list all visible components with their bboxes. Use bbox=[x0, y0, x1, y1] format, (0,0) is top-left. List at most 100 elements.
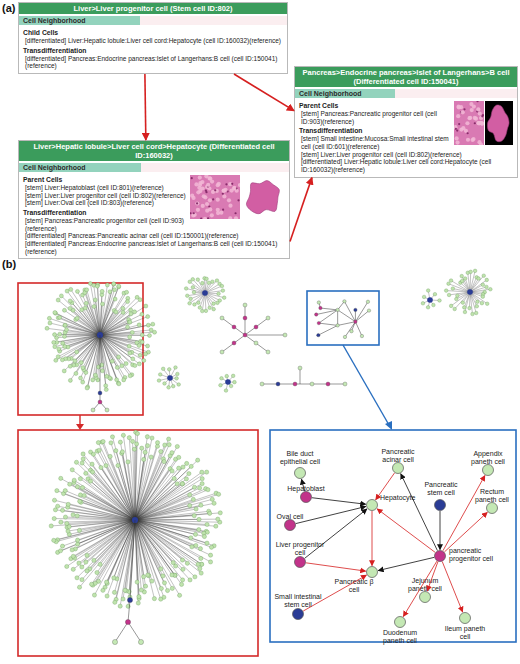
cell-circle bbox=[294, 467, 306, 479]
tab-label: Cell Neighborhood bbox=[295, 89, 395, 98]
cluster-link bbox=[58, 520, 135, 552]
cell-dot bbox=[80, 461, 84, 465]
cell-dot bbox=[204, 309, 208, 313]
cell-dot bbox=[58, 549, 62, 553]
cell-dot bbox=[117, 285, 121, 289]
cell-dot bbox=[171, 384, 175, 388]
cell-dot bbox=[197, 527, 201, 531]
cell-dot bbox=[142, 359, 146, 363]
cell-dot bbox=[485, 285, 489, 289]
cell-dot bbox=[71, 554, 75, 558]
cell-dot bbox=[149, 455, 153, 459]
cell-dot bbox=[83, 306, 87, 310]
cell-dot bbox=[81, 366, 85, 370]
cell-dot bbox=[149, 328, 153, 332]
transdifferentiation-arrow bbox=[303, 575, 366, 611]
cluster-link bbox=[100, 335, 130, 353]
cell-dot bbox=[93, 373, 97, 377]
cell-dot bbox=[426, 289, 430, 293]
cell-dot bbox=[121, 433, 125, 437]
cluster-link bbox=[135, 520, 172, 588]
cell-dot bbox=[155, 441, 159, 445]
tissue-texture bbox=[212, 198, 214, 200]
cell-dot bbox=[127, 344, 131, 348]
chain-link bbox=[115, 622, 128, 642]
cell-label: Oval cell bbox=[274, 513, 306, 521]
cell-dot bbox=[101, 588, 105, 592]
cell-dot bbox=[460, 279, 464, 283]
tissue-texture bbox=[193, 212, 195, 214]
tissue-texture bbox=[205, 191, 207, 193]
cluster-link bbox=[470, 292, 476, 313]
cell-dot bbox=[243, 333, 247, 337]
tissue-image bbox=[454, 101, 484, 145]
cell-dot bbox=[192, 485, 196, 489]
cell-dot bbox=[167, 437, 171, 441]
panel-body: Parent Cells[stem] Pancreas:Pancreatic p… bbox=[295, 99, 517, 177]
tissue-texture bbox=[459, 105, 463, 109]
transdifferentiation-arrow bbox=[377, 509, 435, 553]
cell-dot bbox=[317, 321, 320, 324]
cell-picture bbox=[241, 175, 285, 219]
cluster-link bbox=[123, 520, 135, 599]
tissue-texture bbox=[208, 198, 212, 202]
cell-dot bbox=[100, 369, 104, 373]
chain-link bbox=[245, 335, 285, 336]
cell-dot bbox=[421, 301, 425, 305]
cell-dot bbox=[62, 369, 66, 373]
cluster-link bbox=[82, 295, 100, 335]
tissue-texture bbox=[219, 211, 223, 215]
cell-dot bbox=[79, 361, 83, 365]
cluster-link bbox=[470, 292, 472, 314]
cell-dot bbox=[98, 400, 102, 404]
cluster-link bbox=[100, 335, 135, 366]
lineage-arrow bbox=[401, 474, 438, 551]
cell-circle-shape bbox=[367, 500, 378, 511]
cell-dot bbox=[74, 460, 78, 464]
cell-dot bbox=[72, 363, 76, 367]
tissue-texture bbox=[208, 176, 212, 180]
transdifferentiation-arrow bbox=[306, 563, 366, 571]
cell-dot bbox=[63, 489, 67, 493]
cell-dot bbox=[123, 588, 127, 592]
tissue-texture bbox=[200, 218, 202, 219]
cell-dot bbox=[133, 310, 137, 314]
cell-dot bbox=[63, 515, 67, 519]
panel-letter: (a) bbox=[2, 2, 15, 14]
cell-dot bbox=[176, 372, 180, 376]
cell-dot bbox=[128, 351, 132, 355]
tissue-texture bbox=[223, 188, 227, 192]
cluster-link bbox=[449, 292, 470, 295]
cluster-link bbox=[449, 284, 470, 292]
cell-dot bbox=[162, 460, 166, 464]
panel-title: Liver>Liver progenitor cell (Stem cell I… bbox=[19, 3, 287, 14]
cell-dot bbox=[254, 325, 258, 329]
cluster-link bbox=[98, 443, 135, 520]
transdifferentiation-arrow bbox=[372, 511, 373, 566]
tissue-texture bbox=[471, 137, 475, 141]
cell-dot bbox=[77, 585, 81, 589]
cluster-link bbox=[82, 520, 135, 567]
cell-dot bbox=[191, 286, 195, 290]
cluster-link bbox=[69, 520, 135, 534]
cluster-link bbox=[100, 324, 153, 335]
cell-render bbox=[487, 105, 509, 142]
cell-dot bbox=[422, 295, 426, 299]
cluster-link bbox=[100, 335, 106, 386]
tissue-texture bbox=[214, 189, 216, 191]
cell-dot bbox=[468, 306, 472, 310]
cell-dot bbox=[199, 571, 203, 575]
cell-dot bbox=[199, 503, 203, 507]
cell-dot bbox=[167, 386, 171, 390]
cell-dot bbox=[175, 444, 179, 448]
cell-dot bbox=[121, 306, 125, 310]
transdifferentiation-arrow bbox=[442, 562, 462, 613]
cluster-link bbox=[62, 520, 135, 546]
tab-bar-rest bbox=[395, 89, 517, 98]
cell-dot bbox=[167, 368, 171, 372]
cell-dot bbox=[112, 590, 116, 594]
cell-node: Hepatocyte bbox=[366, 499, 378, 511]
cell-label: Appendix paneth cell bbox=[464, 450, 512, 465]
tissue-texture bbox=[208, 207, 212, 211]
cell-circle bbox=[434, 499, 446, 511]
